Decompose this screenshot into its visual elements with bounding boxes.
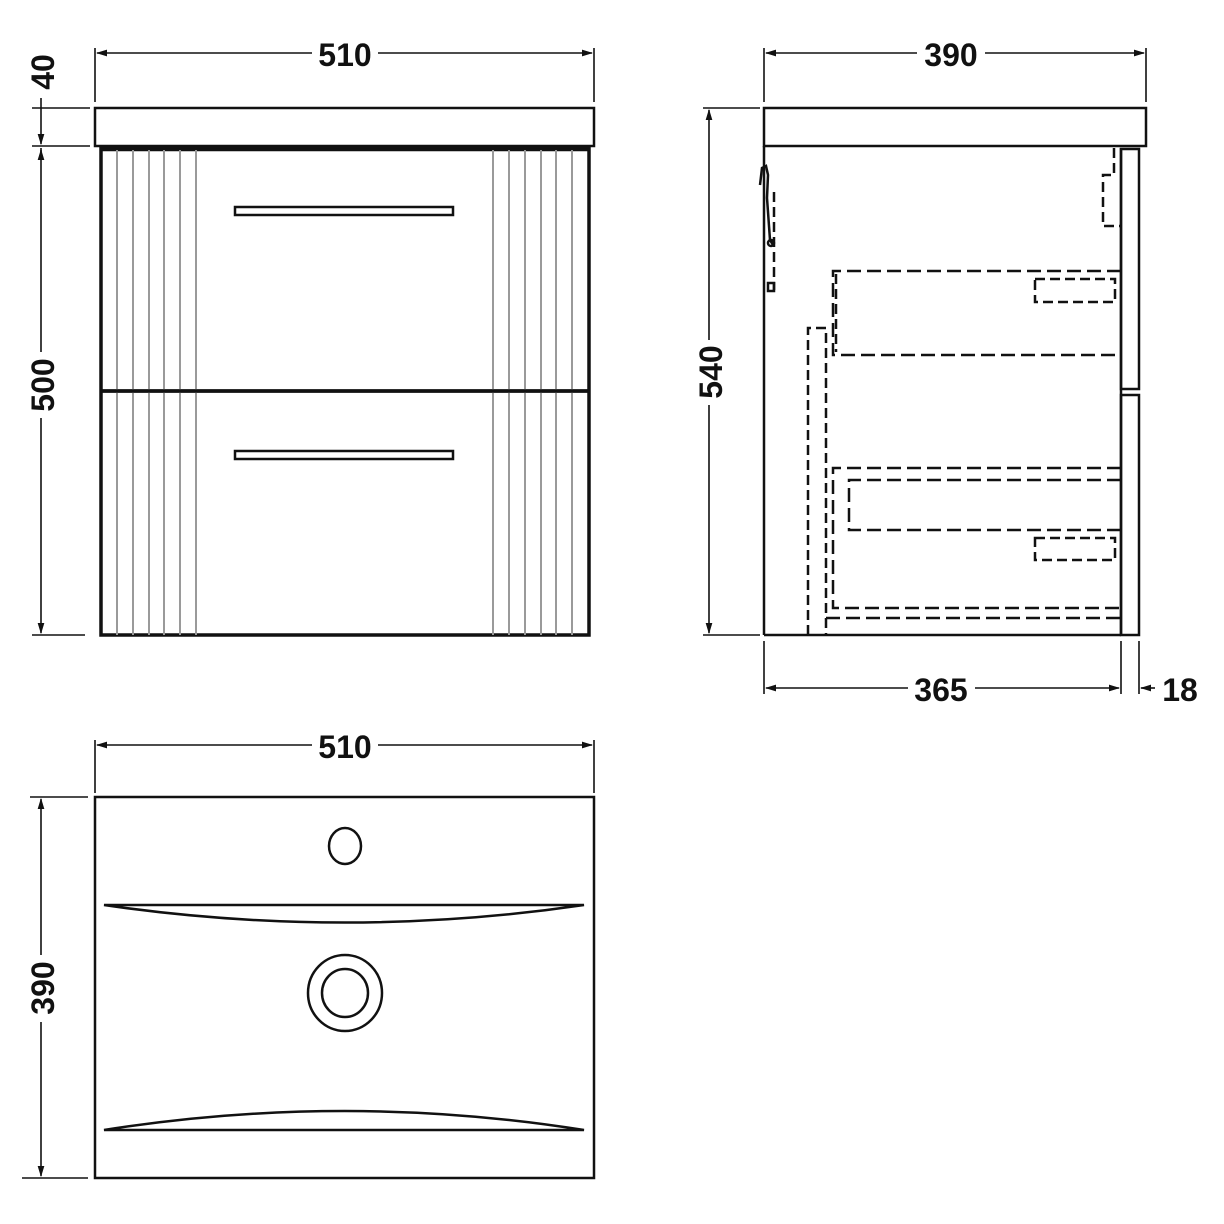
front-width-dimension: 510	[94, 37, 595, 102]
lower-drawer-handle	[233, 449, 455, 461]
tap-hole-icon	[327, 826, 363, 866]
top-thickness-dimension: 40	[25, 54, 90, 156]
cabinet-height-dimension: 500	[25, 148, 85, 636]
total-height-dimension: 540	[693, 107, 760, 636]
cabinet-depth-dimension: 365	[763, 641, 1140, 708]
side-depth-dimension: 390	[763, 37, 1147, 102]
drawer-front-thickness-label: 18	[1162, 672, 1198, 708]
lower-drawer-box-hidden	[826, 466, 1121, 620]
side-depth-label: 390	[924, 37, 977, 73]
front-view: 510 40 500	[25, 37, 596, 637]
plan-width-label: 510	[318, 729, 371, 765]
plan-view: 510 390	[22, 729, 596, 1180]
cabinet-depth-label: 365	[914, 672, 967, 708]
side-basin-top	[762, 106, 1148, 148]
plan-width-dimension: 510	[94, 729, 595, 793]
wall-hanger	[758, 164, 776, 293]
front-width-label: 510	[318, 37, 371, 73]
basin-top-slab	[93, 106, 596, 148]
basin-bowl-front-edge	[103, 1109, 585, 1132]
plan-depth-dimension: 390	[22, 796, 88, 1179]
upper-drawer-box-hidden	[831, 269, 1121, 357]
cabinet-height-label: 500	[25, 358, 61, 411]
side-view: 390 540	[693, 37, 1198, 708]
total-height-label: 540	[693, 345, 729, 398]
basin-top-outline	[93, 795, 596, 1180]
plan-depth-label: 390	[25, 961, 61, 1014]
hidden-rail-bracket	[1101, 148, 1121, 228]
drawer-front-thickness-dimension: 18	[1139, 672, 1198, 708]
waste-outlet-icon	[306, 953, 384, 1033]
rear-upright-hidden	[806, 326, 828, 635]
drawer-fronts-side	[1119, 147, 1141, 637]
upper-drawer-handle	[233, 205, 455, 217]
top-thickness-label: 40	[25, 54, 61, 90]
basin-bowl-rear-edge	[103, 903, 585, 924]
